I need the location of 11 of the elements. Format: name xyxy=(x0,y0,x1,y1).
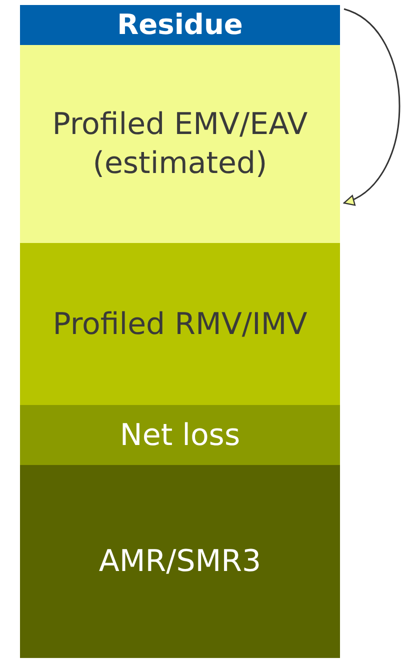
layer-band xyxy=(20,243,340,405)
band-label: Net loss xyxy=(120,416,240,454)
band-label: Profiled RMV/IMV xyxy=(52,306,308,344)
band-title: Residue xyxy=(117,6,243,43)
layer-band xyxy=(20,405,340,465)
layer-band xyxy=(20,45,340,243)
header-band xyxy=(20,5,340,45)
band-label: AMR/SMR3 xyxy=(98,543,262,581)
curved-arrow xyxy=(343,8,400,204)
band-label: Profiled EMV/EAV (estimated) xyxy=(51,106,309,183)
layer-band xyxy=(20,465,340,658)
